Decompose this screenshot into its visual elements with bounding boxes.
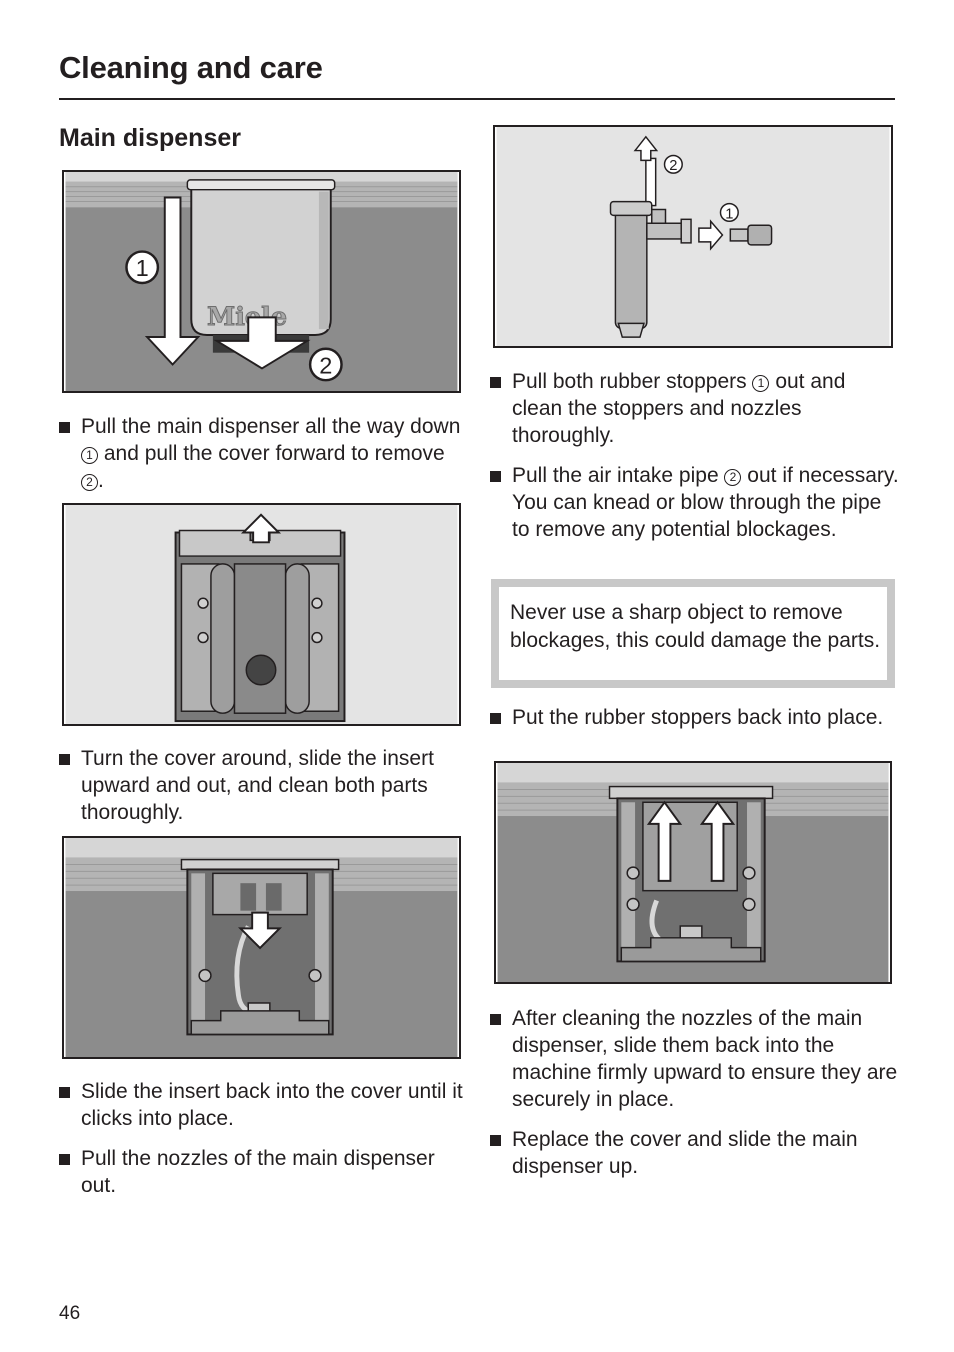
page-title: Cleaning and care (59, 50, 323, 85)
callout-ref-1: 1 (81, 447, 98, 464)
callout-2: 2 (669, 158, 677, 174)
step-put-stoppers-back: Put the rubber stoppers back into place. (490, 704, 900, 731)
step-pull-dispenser: Pull the main dispenser all the way down… (59, 413, 467, 494)
step-pull-air-intake-pipe: Pull the air intake pipe 2 out if necess… (490, 462, 900, 543)
figure-nozzle-stoppers: 2 1 (493, 125, 893, 348)
step-turn-cover: Turn the cover around, slide the insert … (59, 745, 467, 826)
figure-nozzles-up (494, 761, 892, 984)
nozzles-up-illustration (497, 763, 889, 982)
step-replace-cover: Replace the cover and slide the main dis… (490, 1126, 900, 1180)
bullet-square (59, 754, 70, 765)
step-slide-insert-back: Slide the insert back into the cover unt… (59, 1078, 467, 1132)
cover-insert-illustration (65, 505, 458, 724)
nozzle-illustration: 2 1 (496, 127, 890, 346)
warning-box: Never use a sharp object to remove block… (491, 579, 895, 688)
page-number: 46 (59, 1303, 81, 1324)
callout-2: 2 (319, 352, 332, 378)
step-slide-nozzles-back: After cleaning the nozzles of the main d… (490, 1005, 900, 1113)
callout-ref-1: 1 (752, 375, 770, 392)
callout-1: 1 (136, 255, 149, 281)
section-title: Main dispenser (59, 124, 241, 152)
callout-ref-2: 2 (724, 469, 742, 486)
warning-text: Never use a sharp object to remove block… (510, 601, 881, 652)
dispenser-illustration: Miele 1 2 (65, 172, 458, 391)
step-pull-nozzles: Pull the nozzles of the main dispenser o… (59, 1145, 467, 1199)
bullet-square (59, 1087, 70, 1098)
callout-ref-2: 2 (81, 474, 98, 491)
figure-pull-dispenser-down: Miele 1 2 (62, 170, 461, 393)
callout-1: 1 (725, 206, 733, 222)
bullet-square (59, 1154, 70, 1165)
bullet-square (490, 471, 501, 482)
bullet-square (59, 422, 70, 433)
bullet-square (490, 1135, 501, 1146)
bullet-square (490, 713, 501, 724)
bullet-square (490, 1014, 501, 1025)
figure-cover-insert (62, 503, 461, 726)
figure-insert-down (62, 836, 461, 1059)
step-pull-rubber-stoppers: Pull both rubber stoppers 1 out and clea… (490, 368, 900, 449)
bullet-square (490, 377, 501, 388)
insert-down-illustration (65, 838, 458, 1057)
title-rule (59, 98, 895, 100)
